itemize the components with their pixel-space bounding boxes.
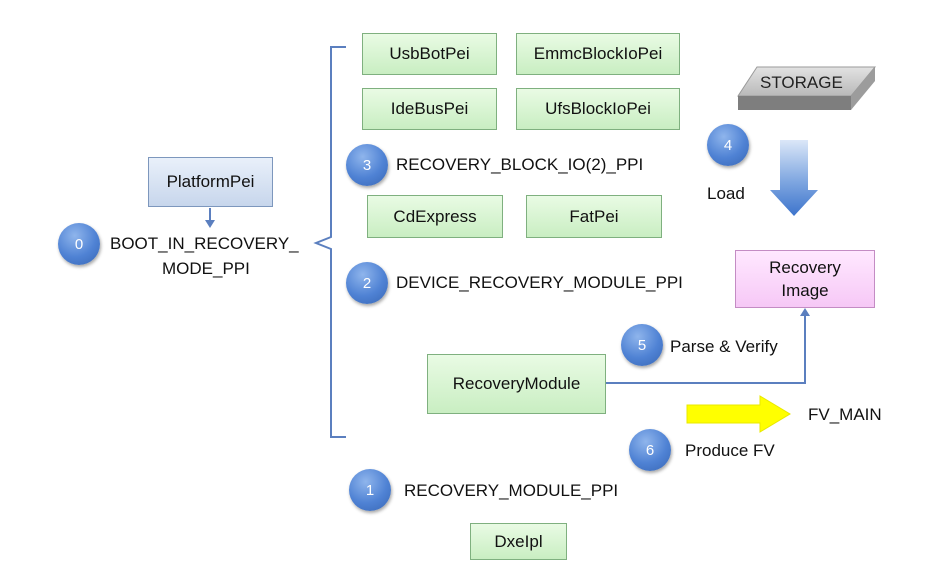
dxeipl-label: DxeIpl: [494, 531, 543, 551]
idebuspei-box: IdeBusPei: [362, 88, 497, 130]
emmcblockiopei-box: EmmcBlockIoPei: [516, 33, 680, 75]
parse-verify-connector: [606, 308, 810, 384]
boot-in-recovery-ppi-line2: MODE_PPI: [162, 259, 250, 278]
step-0-circle: 0: [58, 223, 100, 265]
produce-fv-arrow: [686, 395, 791, 433]
step-6-circle: 6: [629, 429, 671, 471]
step-2-number: 2: [362, 274, 372, 292]
step-4-number: 4: [723, 136, 733, 154]
recovery-image-box: Recovery Image: [735, 250, 875, 308]
fatpei-box: FatPei: [526, 195, 662, 238]
step-4-circle: 4: [707, 124, 749, 166]
recovery-image-line2: Image: [781, 281, 829, 300]
emmcblockiopei-label: EmmcBlockIoPei: [533, 44, 663, 63]
recoverymodule-box: RecoveryModule: [427, 354, 606, 414]
usbbotpei-box: UsbBotPei: [362, 33, 497, 75]
cdexpress-label: CdExpress: [393, 206, 477, 226]
step-1-circle: 1: [349, 469, 391, 511]
recoverymodule-label: RecoveryModule: [452, 374, 581, 393]
load-label: Load: [707, 184, 745, 203]
produce-fv-label: Produce FV: [685, 441, 775, 460]
load-arrow: [770, 140, 818, 216]
platformpei-arrow: [205, 208, 215, 228]
platformpei-label: PlatformPei: [166, 172, 255, 191]
step-3-circle: 3: [346, 144, 388, 186]
storage-device: [737, 66, 877, 110]
step-5-number: 5: [637, 336, 647, 354]
module-group-brace: [313, 46, 346, 438]
recovery-image-line1: Recovery: [769, 258, 841, 277]
step-1-number: 1: [365, 481, 375, 499]
step-5-circle: 5: [621, 324, 663, 366]
cdexpress-box: CdExpress: [367, 195, 503, 238]
recovery-module-ppi-label: RECOVERY_MODULE_PPI: [404, 481, 619, 500]
recovery-block-io-ppi-label: RECOVERY_BLOCK_IO(2)_PPI: [396, 155, 644, 174]
fv-main-label: FV_MAIN: [808, 405, 882, 424]
idebuspei-label: IdeBusPei: [390, 99, 469, 118]
fatpei-label: FatPei: [569, 206, 619, 226]
dxeipl-box: DxeIpl: [470, 523, 567, 560]
step-6-number: 6: [645, 441, 655, 459]
parse-verify-label: Parse & Verify: [670, 337, 778, 356]
ufsblockiopei-label: UfsBlockIoPei: [545, 99, 651, 118]
usbbotpei-label: UsbBotPei: [389, 44, 470, 63]
ufsblockiopei-box: UfsBlockIoPei: [516, 88, 680, 130]
device-recovery-module-ppi-label: DEVICE_RECOVERY_MODULE_PPI: [396, 273, 683, 292]
step-3-number: 3: [362, 156, 372, 174]
step-0-number: 0: [74, 235, 84, 253]
boot-in-recovery-ppi-line1: BOOT_IN_RECOVERY_: [110, 234, 299, 253]
storage-label: STORAGE: [760, 73, 843, 92]
step-2-circle: 2: [346, 262, 388, 304]
platformpei-box: PlatformPei: [148, 157, 273, 207]
